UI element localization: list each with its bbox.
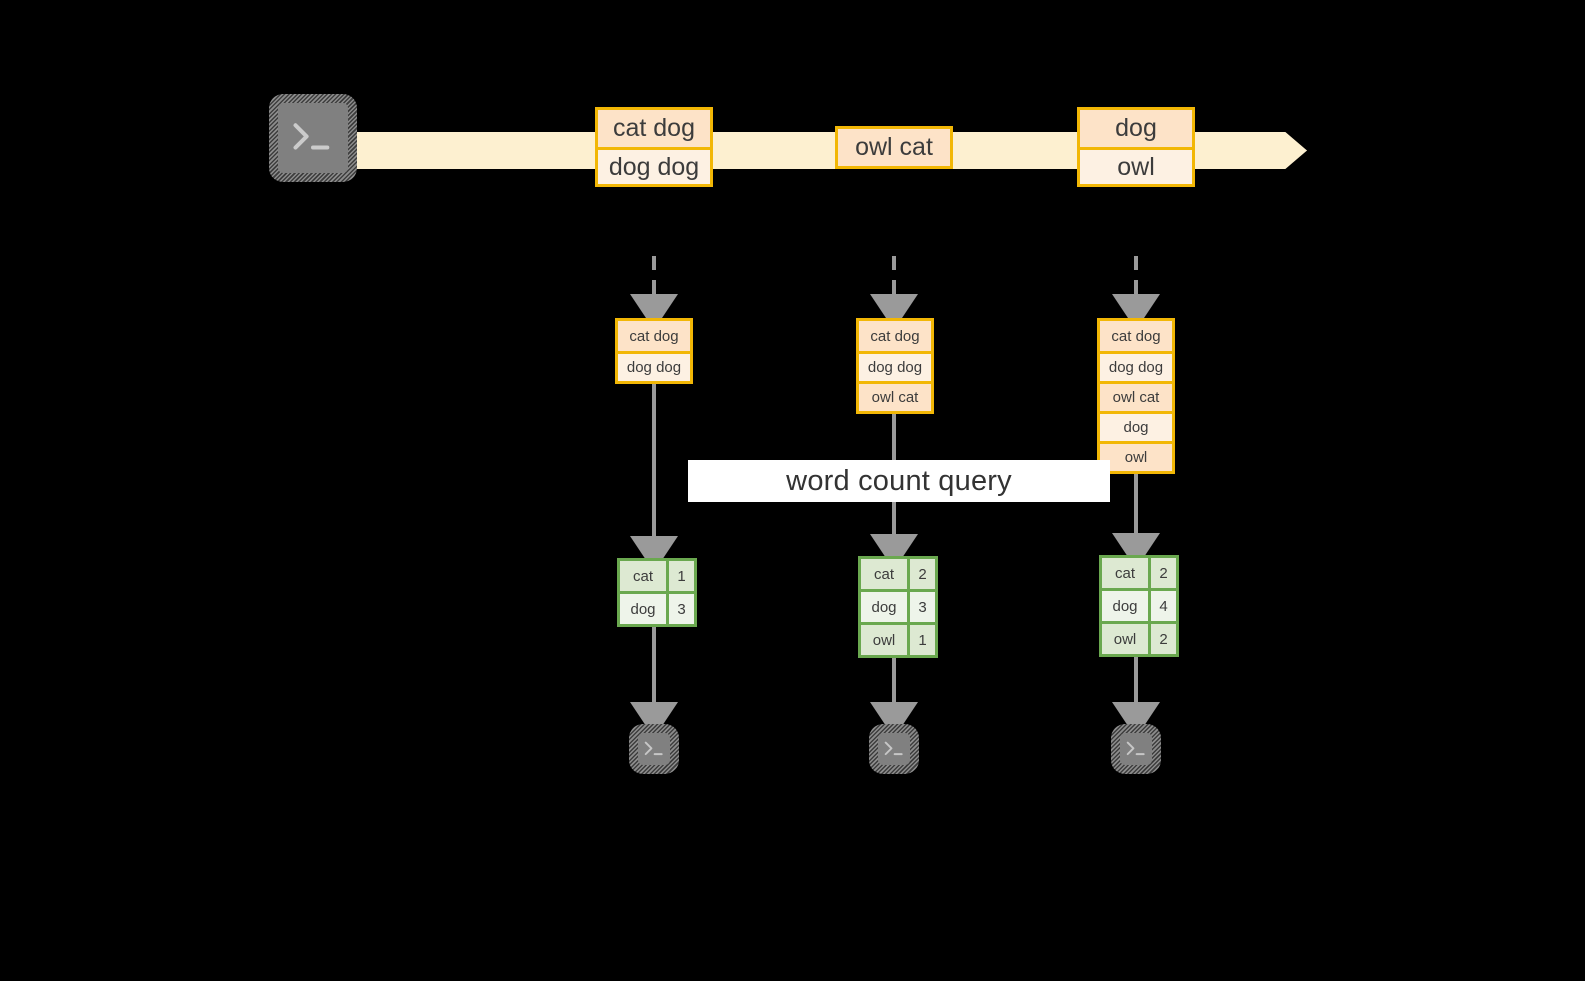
stream-batch-1-row-0: cat dog — [598, 110, 710, 147]
result-count: 1 — [907, 625, 935, 655]
result-word: cat — [861, 559, 907, 589]
input-table-time-3[interactable]: cat dog dog dog owl cat dog owl — [1097, 318, 1175, 474]
table-row: owl 2 — [1102, 621, 1176, 654]
stream-arrow-icon — [357, 132, 1307, 169]
input-row: dog dog — [859, 351, 931, 381]
result-count: 2 — [1148, 558, 1176, 588]
prompt-glyph-icon — [644, 741, 663, 756]
stream-batch-2-row-0: owl cat — [838, 129, 950, 166]
table-row: cat 1 — [620, 561, 694, 591]
input-table-time-1[interactable]: cat dog dog dog — [615, 318, 693, 384]
prompt-glyph-icon — [1126, 741, 1145, 756]
stream-batch-3-row-0: dog — [1080, 110, 1192, 147]
prompt-glyph-icon — [884, 741, 903, 756]
terminal-screen — [1120, 733, 1152, 765]
result-word: dog — [861, 592, 907, 622]
table-row: owl 1 — [861, 622, 935, 655]
input-row: cat dog — [859, 321, 931, 351]
input-row: dog — [1100, 411, 1172, 441]
sink-connectors — [630, 620, 1160, 738]
input-row: owl — [1100, 441, 1172, 471]
result-count: 1 — [666, 561, 694, 591]
stream-batch-2[interactable]: owl cat — [835, 126, 953, 169]
query-label: word count query — [786, 464, 1012, 497]
table-row: dog 3 — [620, 591, 694, 624]
prompt-glyph-icon — [293, 123, 330, 150]
result-count: 2 — [907, 559, 935, 589]
query-label-band: word count query — [688, 460, 1110, 502]
input-row: owl cat — [1100, 381, 1172, 411]
result-word: cat — [620, 561, 666, 591]
result-word: cat — [1102, 558, 1148, 588]
result-count: 4 — [1148, 591, 1176, 621]
input-row: cat dog — [1100, 321, 1172, 351]
terminal-screen — [278, 103, 348, 173]
result-word: owl — [861, 625, 907, 655]
table-row: dog 4 — [1102, 588, 1176, 621]
input-row: dog dog — [1100, 351, 1172, 381]
stream-batch-3[interactable]: dog owl — [1077, 107, 1195, 187]
stream-batch-1[interactable]: cat dog dog dog — [595, 107, 713, 187]
result-table-time-3[interactable]: cat 2 dog 4 owl 2 — [1099, 555, 1179, 657]
result-table-time-1[interactable]: cat 1 dog 3 — [617, 558, 697, 627]
terminal-screen — [638, 733, 670, 765]
result-word: owl — [1102, 624, 1148, 654]
input-row: cat dog — [618, 321, 690, 351]
table-row: cat 2 — [1102, 558, 1176, 588]
sink-terminal-icon-time-1[interactable] — [629, 724, 679, 774]
table-row: dog 3 — [861, 589, 935, 622]
stream-batch-3-row-1: owl — [1080, 147, 1192, 184]
result-count: 2 — [1148, 624, 1176, 654]
result-count: 3 — [907, 592, 935, 622]
dashed-connectors — [630, 256, 1160, 330]
result-table-time-2[interactable]: cat 2 dog 3 owl 1 — [858, 556, 938, 658]
stream-batch-1-row-1: dog dog — [598, 147, 710, 184]
sink-terminal-icon-time-2[interactable] — [869, 724, 919, 774]
result-count: 3 — [666, 594, 694, 624]
input-row: owl cat — [859, 381, 931, 411]
result-word: dog — [620, 594, 666, 624]
table-row: cat 2 — [861, 559, 935, 589]
source-terminal-icon[interactable] — [269, 94, 357, 182]
terminal-screen — [878, 733, 910, 765]
input-table-time-2[interactable]: cat dog dog dog owl cat — [856, 318, 934, 414]
result-word: dog — [1102, 591, 1148, 621]
input-row: dog dog — [618, 351, 690, 381]
sink-terminal-icon-time-3[interactable] — [1111, 724, 1161, 774]
